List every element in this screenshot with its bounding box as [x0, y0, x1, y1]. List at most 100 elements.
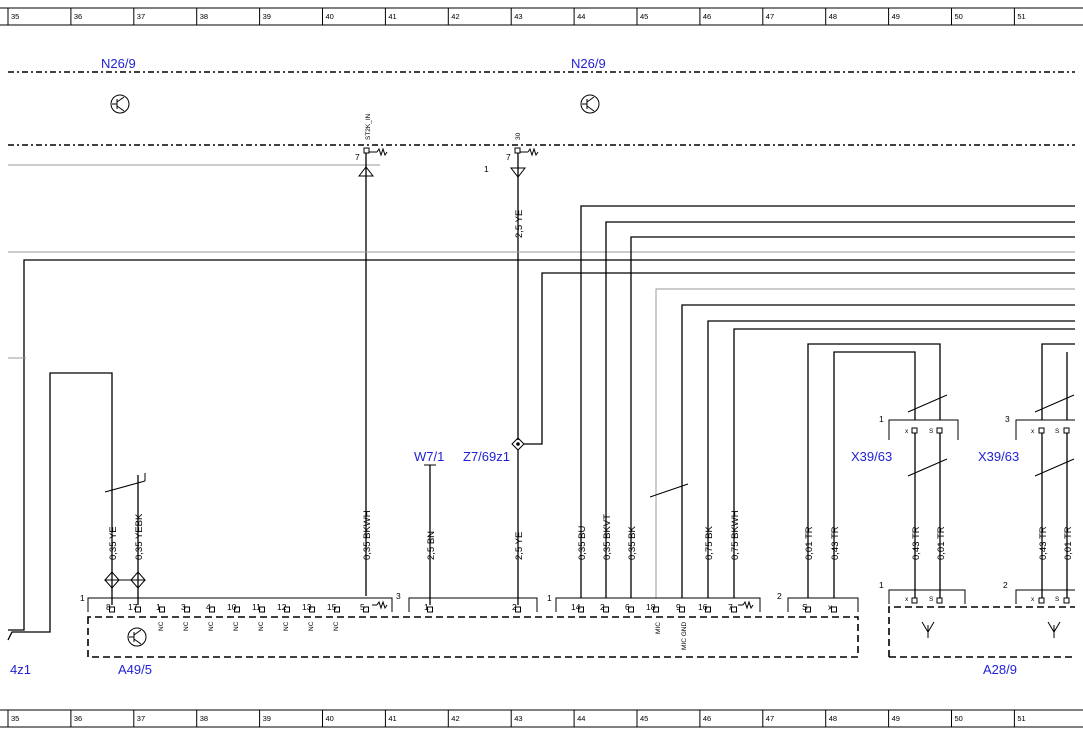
pin-label: S [929, 428, 934, 435]
pin-number: 2 [600, 602, 605, 612]
wire-label: 0,01 TR [1063, 526, 1074, 560]
transistor-icon [127, 627, 147, 647]
connector-number: 1 [879, 414, 884, 424]
column-number: 50 [955, 714, 963, 723]
component-label-a28[interactable]: A28/9 [983, 662, 1017, 677]
column-number: 42 [451, 714, 459, 723]
wire[interactable] [707, 320, 1075, 598]
component-label-x39-left[interactable]: X39/63 [851, 449, 892, 464]
module-a28-boundary [888, 606, 1075, 657]
pin-terminal [427, 606, 433, 613]
column-number: 51 [1017, 12, 1025, 21]
wire-label: 0,43 TR [1038, 526, 1049, 560]
wire[interactable] [580, 205, 1075, 598]
column-number: 49 [892, 714, 900, 723]
pin-number: 14 [571, 602, 581, 612]
connector-housing [408, 597, 538, 612]
component-label-z7[interactable]: Z7/69z1 [463, 449, 510, 464]
column-number: 40 [326, 714, 334, 723]
pin-terminal [184, 606, 190, 613]
pin-number: 4 [206, 602, 211, 612]
connector-number: 2 [1003, 580, 1008, 590]
column-number: 37 [137, 714, 145, 723]
wire[interactable] [807, 343, 941, 598]
wire[interactable] [733, 328, 1075, 598]
resistor-icon [372, 600, 388, 610]
twist-mark [104, 480, 146, 493]
connector-a28-right[interactable]: 2 x S [1003, 580, 1075, 604]
connector-number: 1 [547, 593, 552, 603]
pin-number: 11 [252, 602, 261, 612]
wire[interactable] [524, 272, 1075, 445]
pin-number: 1 [424, 602, 429, 612]
twist-mark [907, 458, 948, 477]
component-label-n26-left[interactable]: N26/9 [101, 56, 136, 71]
wire[interactable] [605, 221, 1075, 598]
pin-function-label: MIC [655, 622, 662, 634]
pin-function-label: MIC GND [681, 622, 688, 650]
wire-label: 0,35 YEBK [134, 513, 145, 560]
column-number: 47 [766, 714, 774, 723]
component-label-w7[interactable]: W7/1 [414, 449, 444, 464]
wire-label: 2,5 YE [514, 532, 525, 560]
connector-a28-left[interactable]: 1 x S [879, 580, 966, 604]
column-ruler-top [0, 7, 1083, 26]
component-label-z1[interactable]: 4z1 [10, 662, 31, 677]
pin-terminal [135, 606, 141, 613]
pin-terminal [209, 606, 215, 613]
harness-line [655, 288, 1075, 598]
component-label-x39-right[interactable]: X39/63 [978, 449, 1019, 464]
pin-terminal [515, 606, 521, 613]
splice-icon [103, 571, 147, 589]
column-number: 39 [263, 12, 271, 21]
wire-label: 0,75 BKWH [730, 510, 741, 560]
pin-number: 1 [156, 602, 161, 612]
pin-function-label: NC [258, 621, 265, 631]
column-number: 41 [388, 12, 396, 21]
connector-x39-left[interactable]: 1 x S [879, 414, 959, 440]
resistor-icon [369, 147, 388, 157]
pin-number: 9 [676, 602, 681, 612]
connector-housing [555, 597, 761, 612]
connector-x39-right[interactable]: 3 x S [1005, 414, 1075, 440]
pin-function-label: NC [283, 621, 290, 631]
component-label-n26-right[interactable]: N26/9 [571, 56, 606, 71]
wire[interactable] [630, 236, 1075, 598]
pin-terminal [363, 606, 369, 613]
pin-number: 8 [106, 602, 111, 612]
pin-terminal [363, 147, 370, 154]
wire-label: 2,5 BN [426, 531, 437, 560]
pin-terminal [109, 606, 115, 613]
wire[interactable] [1041, 343, 1075, 420]
pin-label: S [929, 596, 934, 603]
twist-mark [1034, 394, 1075, 413]
column-number: 44 [577, 714, 585, 723]
pin-number: 10 [227, 602, 237, 612]
wire[interactable] [7, 372, 113, 641]
wire-label: 0,35 YE [108, 526, 119, 560]
component-label-a49[interactable]: A49/5 [118, 662, 152, 677]
antenna-icon [921, 621, 935, 638]
pin-number: 7 [506, 152, 511, 162]
antenna-icon [1047, 621, 1061, 638]
wire-label: 0,35 BK [627, 526, 638, 560]
wire-label: 2,5 YE [514, 210, 525, 238]
wire[interactable] [681, 304, 1075, 598]
pin-function-label: NC [183, 621, 190, 631]
column-number: 38 [200, 12, 208, 21]
wire[interactable] [833, 351, 916, 598]
pin-terminal [514, 147, 521, 154]
splice-dot [516, 442, 520, 446]
wire[interactable] [8, 259, 1075, 631]
pin-label: x [1031, 596, 1035, 603]
pin-label: x [905, 428, 909, 435]
twist-mark [907, 394, 948, 413]
pin-number: 7 [728, 602, 733, 612]
pin-number: 6 [625, 602, 630, 612]
column-number: 37 [137, 12, 145, 21]
